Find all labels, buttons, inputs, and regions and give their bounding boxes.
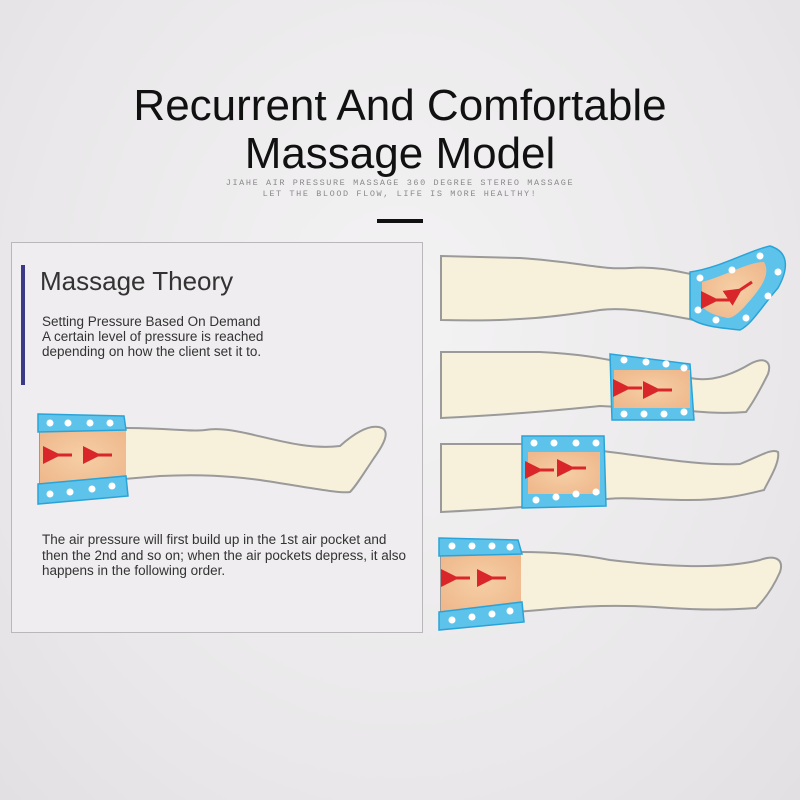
title-divider (377, 219, 423, 223)
stage-thigh (438, 537, 782, 631)
page-title: Recurrent And Comfortable Massage Model (0, 82, 800, 178)
theory-heading: Massage Theory (40, 266, 234, 296)
heading-accent-bar (21, 265, 25, 385)
theory-subtitle: Setting Pressure Based On Demand A certa… (42, 314, 402, 359)
main-cuff-top (37, 413, 127, 433)
stage-foot (440, 245, 786, 331)
tagline-line-1: JIAHE AIR PRESSURE MASSAGE 360 DEGREE ST… (225, 178, 575, 188)
stage-knee (440, 435, 780, 514)
arrow-left-icon (722, 280, 753, 306)
tagline-line-2: LET THE BLOOD FLOW, LIFE IS MORE HEALTHY… (262, 189, 538, 199)
theory-description: The air pressure will first build up in … (42, 532, 406, 578)
stage-calf (440, 351, 770, 421)
knee-heat-zone (528, 452, 600, 494)
thigh-cuff-dots (448, 542, 514, 624)
theory-sub-line-1: Setting Pressure Based On Demand (42, 314, 261, 329)
theory-sub-line-3: depending on how the client set it to. (42, 344, 262, 359)
knee-cuff-dots (530, 439, 600, 504)
title-line-2: Massage Model (244, 129, 556, 178)
foot-cuff-dots (694, 252, 782, 324)
leg-outline (440, 254, 722, 324)
thigh-cuff-bottom (438, 601, 525, 631)
main-cuff-bottom (37, 475, 129, 505)
main-leg-illustration (37, 413, 387, 505)
title-line-1: Recurrent And Comfortable (133, 81, 667, 130)
calf-heat-zone (614, 370, 690, 408)
leg-outline (440, 551, 782, 620)
tagline: JIAHE AIR PRESSURE MASSAGE 360 DEGREE ST… (0, 178, 800, 200)
thigh-cuff-top (438, 537, 523, 557)
theory-sub-line-2: A certain level of pressure is reached (42, 329, 264, 344)
main-cuff-dots (46, 419, 116, 498)
calf-cuff-dots (620, 356, 688, 418)
leg-outline (440, 351, 770, 420)
leg-outline (440, 443, 780, 514)
